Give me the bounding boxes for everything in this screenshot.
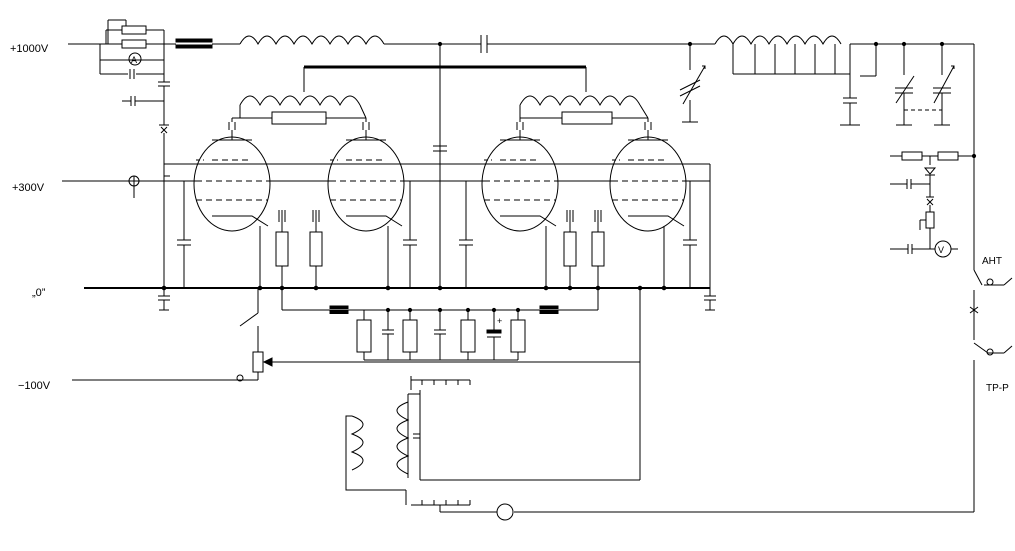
monitor-resistor-2 xyxy=(937,151,959,161)
label-antenna: АНТ xyxy=(982,256,1002,267)
bias-potentiometer xyxy=(252,351,264,373)
tube-2-envelope xyxy=(327,136,405,232)
label-plus-1000v: +1000V xyxy=(10,43,49,55)
parasitic-suppressor-left xyxy=(232,95,367,125)
bias-resistor-1 xyxy=(356,319,372,353)
suppressor-resistor-right xyxy=(561,111,613,125)
label-ground: „0” xyxy=(32,287,46,299)
label-voltmeter: V xyxy=(938,245,944,255)
bias-resistor-4 xyxy=(510,319,526,353)
anode-feed xyxy=(239,35,715,288)
bias-pot xyxy=(236,288,641,382)
input-transformer xyxy=(345,362,641,506)
tube-1-envelope xyxy=(193,136,271,232)
electrolytic-cap xyxy=(486,329,502,334)
bias-network xyxy=(281,288,599,361)
ammeter-icon xyxy=(128,52,142,66)
output-monitor xyxy=(890,151,977,258)
monitor-resistor-1 xyxy=(901,151,923,161)
hv-metering-network xyxy=(99,19,240,311)
supply-labels: +1000V +300V „0” −100V АНТ ТР-Р A V + xyxy=(10,43,1009,394)
suppressor-resistor-left xyxy=(271,111,327,125)
tube-2 xyxy=(327,118,405,232)
tube-3 xyxy=(481,118,559,232)
meter-series-resistor xyxy=(121,39,147,49)
label-polarity-plus: + xyxy=(497,316,502,326)
pi-network xyxy=(679,35,975,270)
supply-lines xyxy=(62,43,710,381)
tube-4 xyxy=(609,118,687,232)
label-plus-300v: +300V xyxy=(12,182,45,194)
grid-resistor-4 xyxy=(591,231,605,267)
parasitic-suppressor-right xyxy=(519,95,649,125)
screen-bus xyxy=(128,163,711,288)
antenna-relay xyxy=(439,269,1013,521)
tube-3-envelope xyxy=(481,136,559,232)
bias-resistor-3 xyxy=(460,319,476,353)
screen-bypass-caps xyxy=(177,181,716,311)
label-receiver: ТР-Р xyxy=(986,383,1009,394)
grid-resistor-3 xyxy=(563,231,577,267)
tube-cathode-leads xyxy=(161,210,667,291)
detector-diode xyxy=(923,167,937,175)
tube-4-envelope xyxy=(609,136,687,232)
voltmeter-trimmer xyxy=(925,211,935,229)
rf-choke-core-bottom xyxy=(175,44,213,49)
bias-resistor-2 xyxy=(402,319,418,353)
rf-choke-core-top xyxy=(175,38,213,43)
grid-resistor-2 xyxy=(309,231,323,267)
meter-shunt-resistor xyxy=(121,25,147,35)
tube-1 xyxy=(193,118,271,232)
label-minus-100v: −100V xyxy=(18,380,51,392)
grid-resistor-1 xyxy=(275,231,289,267)
